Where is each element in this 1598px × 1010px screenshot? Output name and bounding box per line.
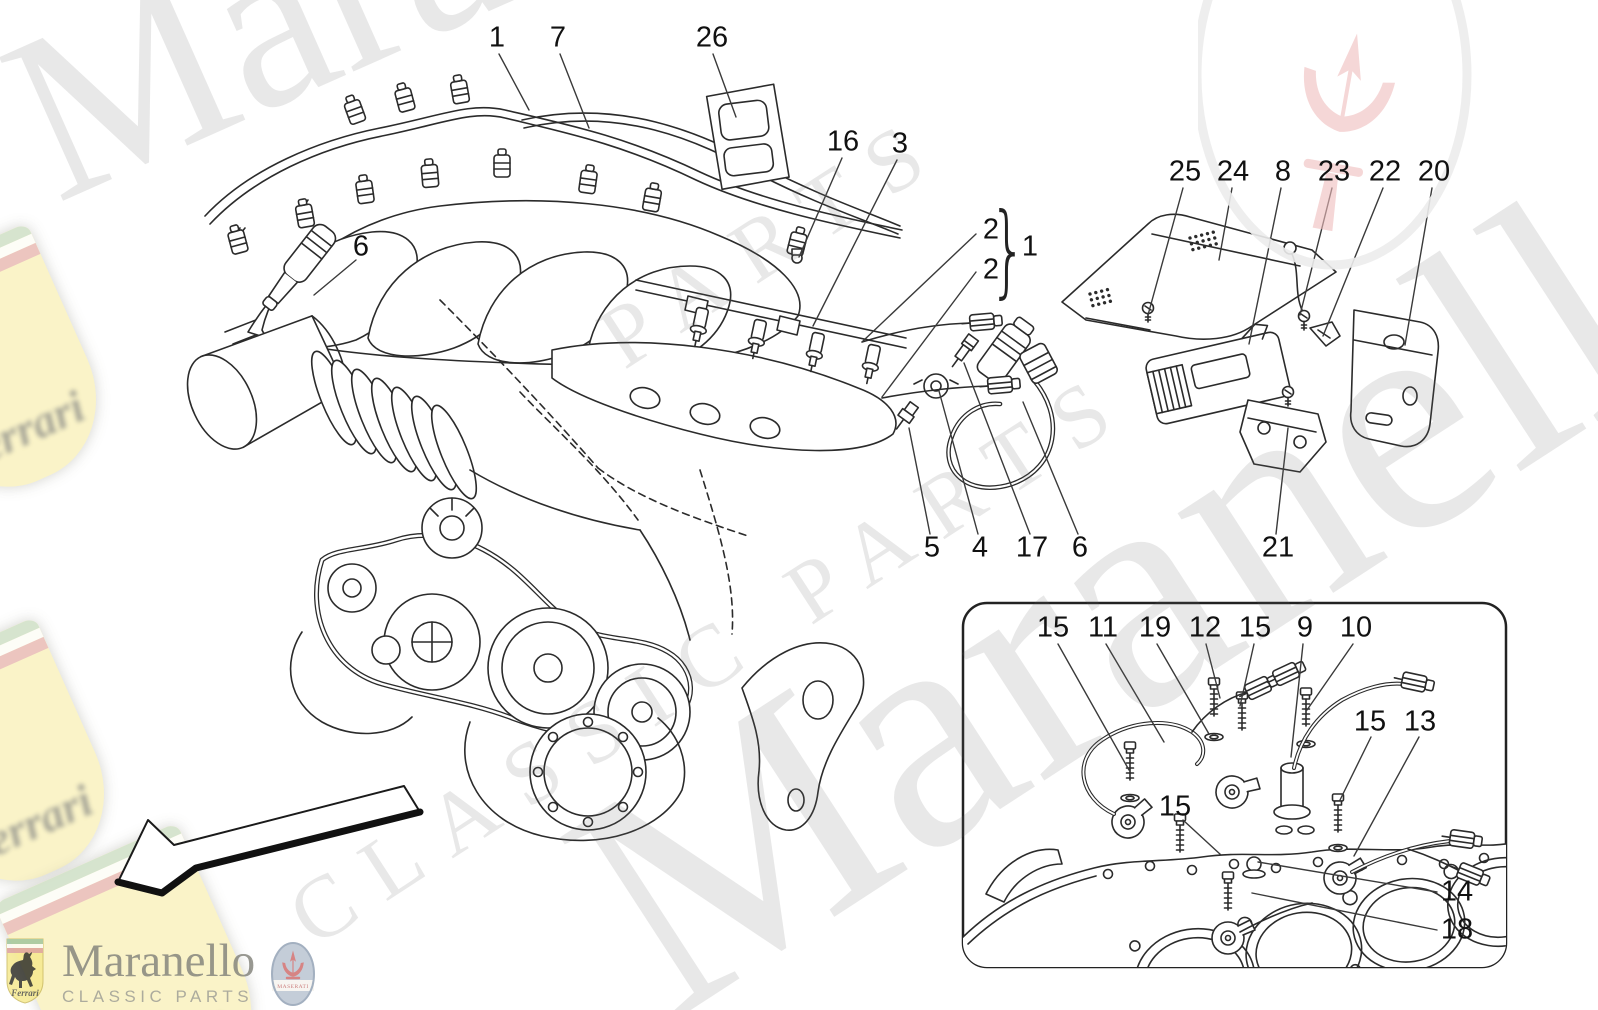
svg-text:Ferrari: Ferrari (10, 988, 39, 998)
maserati-oval-logo: MASERATI (271, 942, 316, 1006)
brand-tagline: CLASSIC PARTS (62, 987, 254, 1006)
engine-line-art (186, 73, 1058, 842)
brand-name: Maranello (62, 935, 256, 987)
page-footer-brand: Ferrari Maranello CLASSIC PARTS MASERATI (6, 935, 316, 1007)
detail-inset-box (961, 601, 1508, 969)
ferrari-shield-logo: Ferrari (6, 938, 44, 1004)
ecu-cluster-art (1061, 213, 1440, 473)
svg-text:MASERATI: MASERATI (277, 984, 309, 990)
direction-arrow (114, 785, 424, 897)
